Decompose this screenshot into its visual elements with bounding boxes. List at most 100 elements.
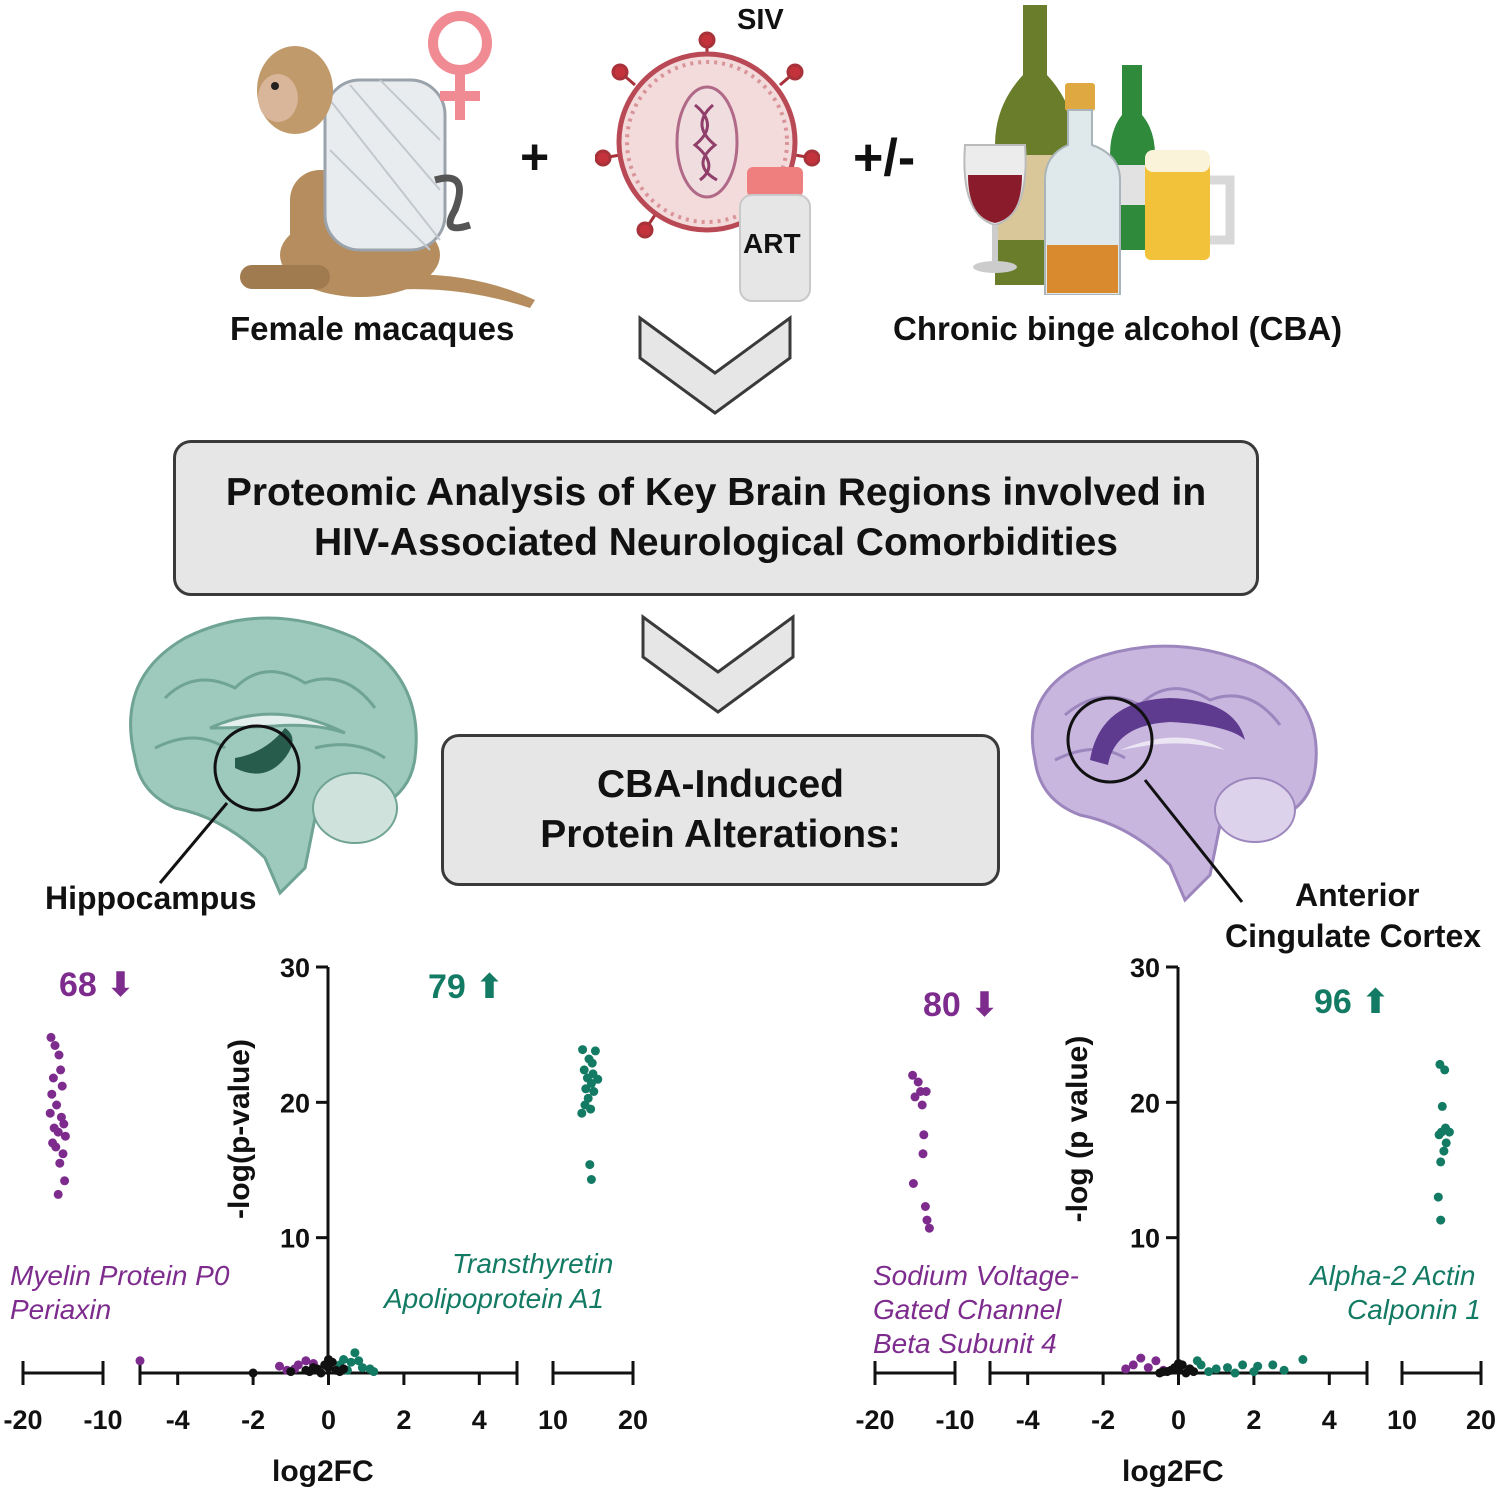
data-point-down xyxy=(1151,1356,1161,1366)
x-tick-label: 2 xyxy=(396,1405,411,1435)
data-point-up xyxy=(369,1367,379,1377)
data-point-down xyxy=(920,1202,930,1211)
data-point-up xyxy=(350,1348,360,1358)
data-point-down xyxy=(919,1130,929,1140)
data-point-up xyxy=(1440,1065,1450,1075)
x-tick-label: -2 xyxy=(241,1405,265,1435)
data-point-down xyxy=(46,1032,56,1042)
data-point-ns xyxy=(1174,1359,1183,1368)
data-point-ns xyxy=(286,1367,296,1377)
acc-label-line-1: Anterior xyxy=(1295,877,1420,913)
cba-line-2: Protein Alterations: xyxy=(540,813,901,856)
hippocampus-label: Hippocampus xyxy=(45,880,257,916)
data-point-down xyxy=(45,1108,55,1118)
x-tick-label: 4 xyxy=(472,1405,487,1435)
x-tick-label: -20 xyxy=(855,1405,894,1435)
data-point-down xyxy=(50,1041,60,1050)
data-point-up xyxy=(1298,1355,1308,1364)
data-point-down xyxy=(917,1100,927,1110)
proteomic-analysis-box: Proteomic Analysis of Key Brain Regions … xyxy=(173,440,1259,596)
data-point-down xyxy=(56,1065,66,1075)
down-protein-a-3: Beta Subunit 4 xyxy=(873,1328,1057,1359)
data-point-up xyxy=(1223,1363,1232,1373)
chevron-down-icon xyxy=(638,315,792,415)
x-tick-label: 4 xyxy=(1322,1405,1337,1435)
arrow-up-icon: ⬆ xyxy=(465,968,504,1006)
data-point-up xyxy=(589,1087,599,1096)
data-point-up xyxy=(1192,1356,1202,1366)
arrow-down-icon: ⬇ xyxy=(960,986,999,1024)
data-point-down xyxy=(56,1112,66,1122)
data-point-up xyxy=(581,1084,591,1094)
data-point-ns xyxy=(248,1368,258,1378)
y-tick-label: 30 xyxy=(1130,953,1160,983)
analysis-line-1: Proteomic Analysis of Key Brain Regions … xyxy=(225,471,1207,514)
macaque-illustration xyxy=(240,46,535,308)
data-point-ns xyxy=(308,1363,318,1373)
data-point-down xyxy=(1143,1363,1153,1373)
siv-label: SIV xyxy=(737,4,784,36)
up-protein-h-2: Apolipoprotein A1 xyxy=(384,1283,605,1314)
x-tick-label: -10 xyxy=(83,1405,122,1435)
down-protein-a-1: Sodium Voltage- xyxy=(873,1260,1079,1291)
data-point-up xyxy=(585,1160,595,1170)
data-point-up xyxy=(1437,1101,1447,1111)
plus-sign: + xyxy=(520,129,550,185)
data-point-up xyxy=(586,1104,596,1114)
data-point-ns xyxy=(324,1355,333,1364)
y-tick-label: 30 xyxy=(280,953,310,983)
data-point-up xyxy=(579,1065,589,1075)
up-protein-a-1: Alpha-2 Actin xyxy=(1310,1260,1476,1291)
data-point-down xyxy=(135,1356,145,1366)
data-point-up xyxy=(1211,1364,1221,1374)
data-point-down xyxy=(55,1158,65,1168)
data-point-up xyxy=(593,1074,603,1084)
data-point-up xyxy=(583,1093,593,1103)
up-protein-a-2: Calponin 1 xyxy=(1347,1294,1481,1325)
data-point-ns xyxy=(1158,1367,1168,1377)
data-point-down xyxy=(913,1077,923,1087)
data-point-down xyxy=(52,1100,62,1110)
xlabel-acc: log2FC xyxy=(1122,1455,1224,1488)
data-point-up xyxy=(586,1175,596,1184)
x-tick-label: 20 xyxy=(1466,1405,1496,1435)
data-point-down xyxy=(922,1215,932,1225)
data-point-ns xyxy=(1185,1364,1195,1374)
data-point-up xyxy=(1444,1127,1454,1137)
arrow-up-icon: ⬆ xyxy=(1351,983,1390,1021)
art-bottle-icon xyxy=(739,167,811,302)
data-point-up xyxy=(354,1356,364,1366)
data-point-up xyxy=(590,1046,600,1056)
down-count-acc: 80 ⬇ xyxy=(923,986,999,1024)
data-point-down xyxy=(1128,1360,1138,1370)
data-point-down xyxy=(908,1179,918,1188)
data-point-up xyxy=(1433,1192,1443,1202)
data-point-ns xyxy=(339,1364,349,1374)
data-point-down xyxy=(57,1081,67,1091)
down-protein-h-1: Myelin Protein P0 xyxy=(10,1260,230,1291)
data-point-up xyxy=(578,1045,588,1055)
arrow-down-icon: ⬇ xyxy=(96,966,135,1004)
macaque-label: Female macaques xyxy=(230,310,515,347)
up-protein-h-1: Transthyretin xyxy=(452,1248,614,1279)
data-point-down xyxy=(47,1089,57,1099)
alcohol-bottles-illustration xyxy=(963,5,1235,295)
data-point-up xyxy=(1230,1368,1240,1378)
data-point-up xyxy=(1441,1138,1451,1148)
y-tick-label: 20 xyxy=(280,1088,310,1118)
data-point-up xyxy=(1436,1215,1446,1225)
x-tick-label: -2 xyxy=(1091,1405,1115,1435)
female-symbol-icon xyxy=(428,11,492,120)
data-point-up xyxy=(587,1058,597,1068)
up-count-acc: 96 ⬆ xyxy=(1314,983,1390,1021)
data-point-up xyxy=(1249,1367,1259,1377)
data-point-up xyxy=(1434,1130,1444,1140)
y-tick-label: 10 xyxy=(280,1224,310,1254)
data-point-ns xyxy=(1166,1365,1176,1375)
analysis-line-2: HIV-Associated Neurological Comorbiditie… xyxy=(314,521,1118,564)
data-point-down xyxy=(60,1176,70,1186)
ylabel-hippocampus: -log(p-value) xyxy=(223,1039,256,1219)
x-tick-label: 20 xyxy=(618,1405,648,1435)
